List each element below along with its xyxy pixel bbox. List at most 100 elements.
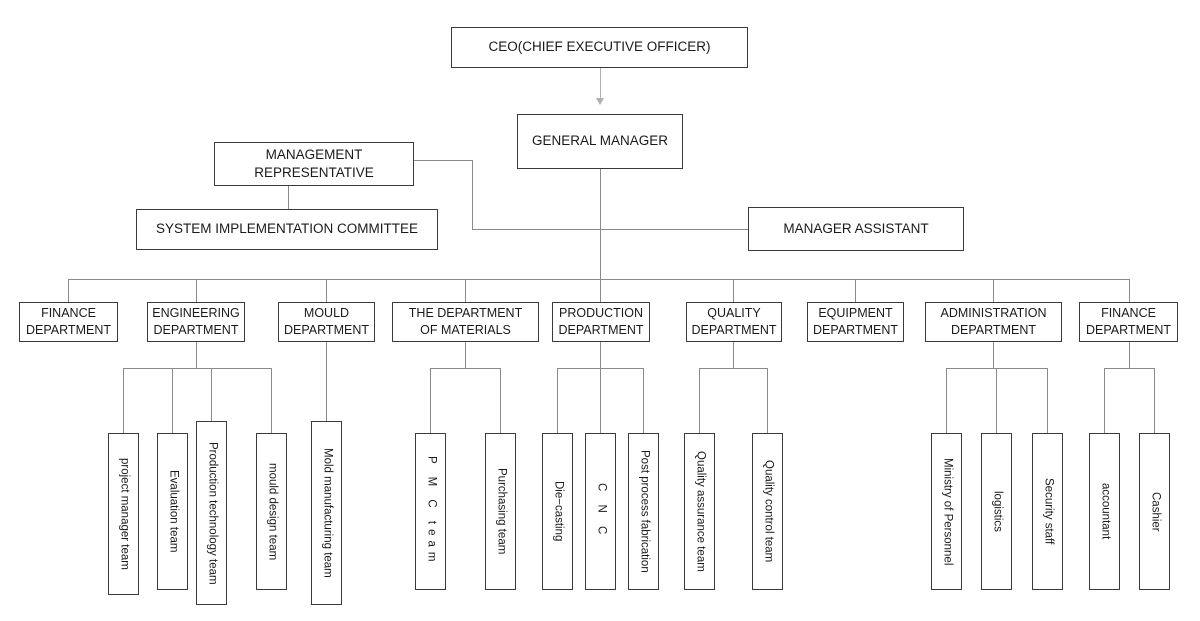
stem-engineering — [196, 279, 197, 302]
connector-materials-stem — [465, 342, 466, 368]
connector-mould-child — [326, 342, 327, 421]
node-system-implementation-committee[interactable]: SYSTEM IMPLEMENTATION COMMITTEE — [136, 209, 438, 250]
stem-administration — [993, 279, 994, 302]
team-cnc-label: C N C — [595, 483, 608, 540]
connector-finance2-bus — [1104, 368, 1154, 369]
connector-quality-bus — [699, 368, 767, 369]
stem-finance1 — [68, 279, 69, 302]
connector-administration-child-2 — [996, 368, 997, 433]
dept-equipment-label: EQUIPMENT DEPARTMENT — [813, 306, 898, 337]
dept-mould[interactable]: MOULD DEPARTMENT — [278, 302, 375, 342]
node-management-representative-label: MANAGEMENT REPRESENTATIVE — [254, 146, 374, 180]
dept-engineering-label: ENGINEERING DEPARTMENT — [152, 306, 240, 337]
dept-mould-label: MOULD DEPARTMENT — [284, 306, 369, 337]
dept-engineering[interactable]: ENGINEERING DEPARTMENT — [147, 302, 245, 342]
team-logistics[interactable]: logistics — [981, 433, 1012, 590]
stem-materials — [465, 279, 466, 302]
team-mold-manufacturing-label: Mold manufacturing team — [321, 448, 334, 578]
connector-finance2-child-1 — [1104, 368, 1105, 433]
team-quality-control-label: Quality control team — [762, 460, 775, 563]
dept-finance-1[interactable]: FINANCE DEPARTMENT — [19, 302, 118, 342]
team-project-manager[interactable]: project manager team — [108, 433, 139, 595]
dept-materials-label: THE DEPARTMENT OF MATERIALS — [408, 306, 523, 337]
connector-finance2-stem — [1129, 342, 1130, 368]
team-quality-assurance[interactable]: Quality assurance team — [684, 433, 715, 590]
team-mould-design-label: mould design team — [266, 462, 279, 561]
connector-engineering-child-2 — [172, 368, 173, 433]
dept-finance-2-label: FINANCE DEPARTMENT — [1086, 306, 1171, 337]
team-logistics-label: logistics — [991, 491, 1004, 532]
stem-finance2 — [1129, 279, 1130, 302]
stem-quality — [733, 279, 734, 302]
team-production-technology[interactable]: Production technology team — [196, 421, 227, 605]
node-management-representative[interactable]: MANAGEMENT REPRESENTATIVE — [214, 142, 414, 186]
team-ministry-of-personnel-label: Ministry of Personnel — [941, 457, 954, 566]
team-die-casting-label: Die−casting — [552, 481, 565, 542]
team-production-technology-label: Production technology team — [206, 441, 219, 585]
team-project-manager-label: project manager team — [118, 458, 131, 570]
connector-to-manager-assistant — [472, 229, 748, 230]
team-cnc[interactable]: C N C — [585, 433, 616, 590]
node-ceo[interactable]: CEO(CHIEF EXECUTIVE OFFICER) — [451, 27, 748, 68]
dept-finance-2[interactable]: FINANCE DEPARTMENT — [1079, 302, 1178, 342]
dept-administration-label: ADMINISTRATION DEPARTMENT — [940, 306, 1047, 337]
connector-mgmtrep-right — [414, 160, 473, 161]
team-die-casting[interactable]: Die−casting — [542, 433, 573, 590]
team-purchasing-label: Purchasing team — [495, 468, 508, 555]
team-security-staff-label: Security staff — [1042, 478, 1055, 545]
team-post-process-fabrication[interactable]: Post process fabrication — [628, 433, 659, 590]
connector-engineering-bus — [123, 368, 271, 369]
team-purchasing[interactable]: Purchasing team — [485, 433, 516, 590]
connector-engineering-child-3 — [211, 368, 212, 421]
team-quality-assurance-label: Quality assurance team — [694, 451, 707, 572]
dept-administration[interactable]: ADMINISTRATION DEPARTMENT — [925, 302, 1062, 342]
team-quality-control[interactable]: Quality control team — [752, 433, 783, 590]
connector-mgmtrep-down — [472, 160, 473, 229]
node-general-manager[interactable]: GENERAL MANAGER — [517, 114, 683, 169]
team-cashier-label: Cashier — [1149, 491, 1162, 532]
team-accountant[interactable]: accountant — [1089, 433, 1120, 590]
connector-production-child-2 — [600, 368, 601, 433]
connector-quality-child-1 — [699, 368, 700, 433]
connector-engineering-child-1 — [123, 368, 124, 433]
dept-production[interactable]: PRODUCTION DEPARTMENT — [552, 302, 650, 342]
connector-production-stem — [600, 342, 601, 368]
connector-engineering-stem — [196, 342, 197, 368]
connector-quality-stem — [733, 342, 734, 368]
dept-production-label: PRODUCTION DEPARTMENT — [558, 306, 644, 337]
team-post-process-fabrication-label: Post process fabrication — [638, 450, 651, 573]
node-general-manager-label: GENERAL MANAGER — [531, 133, 669, 149]
dept-quality-label: QUALITY DEPARTMENT — [691, 306, 777, 337]
connector-administration-child-1 — [946, 368, 947, 433]
connector-finance2-child-2 — [1154, 368, 1155, 433]
team-evaluation[interactable]: Evaluation team — [157, 433, 188, 590]
team-mould-design[interactable]: mould design team — [256, 433, 287, 590]
team-mold-manufacturing[interactable]: Mold manufacturing team — [311, 421, 342, 605]
connector-administration-child-3 — [1047, 368, 1048, 433]
connector-administration-stem — [993, 342, 994, 368]
connector-gm-spine — [600, 169, 601, 279]
department-bus-line — [68, 279, 1130, 280]
team-pmc[interactable]: P M C team — [415, 433, 446, 590]
node-system-implementation-committee-label: SYSTEM IMPLEMENTATION COMMITTEE — [155, 221, 418, 237]
stem-production — [600, 279, 601, 302]
stem-mould — [326, 279, 327, 302]
connector-production-child-1 — [557, 368, 558, 433]
stem-equipment — [855, 279, 856, 302]
team-pmc-label: P M C team — [425, 456, 438, 567]
connector-materials-bus — [430, 368, 500, 369]
connector-materials-child-1 — [430, 368, 431, 433]
arrowhead-ceo-to-gm — [596, 98, 604, 105]
connector-quality-child-2 — [767, 368, 768, 433]
node-manager-assistant[interactable]: MANAGER ASSISTANT — [748, 207, 964, 251]
team-ministry-of-personnel[interactable]: Ministry of Personnel — [931, 433, 962, 590]
dept-finance-1-label: FINANCE DEPARTMENT — [26, 306, 111, 337]
dept-materials[interactable]: THE DEPARTMENT OF MATERIALS — [392, 302, 539, 342]
team-security-staff[interactable]: Security staff — [1032, 433, 1063, 590]
node-manager-assistant-label: MANAGER ASSISTANT — [783, 220, 929, 236]
team-cashier[interactable]: Cashier — [1139, 433, 1170, 590]
dept-quality[interactable]: QUALITY DEPARTMENT — [686, 302, 782, 342]
dept-equipment[interactable]: EQUIPMENT DEPARTMENT — [807, 302, 904, 342]
connector-mgmtrep-to-committee — [288, 186, 289, 209]
